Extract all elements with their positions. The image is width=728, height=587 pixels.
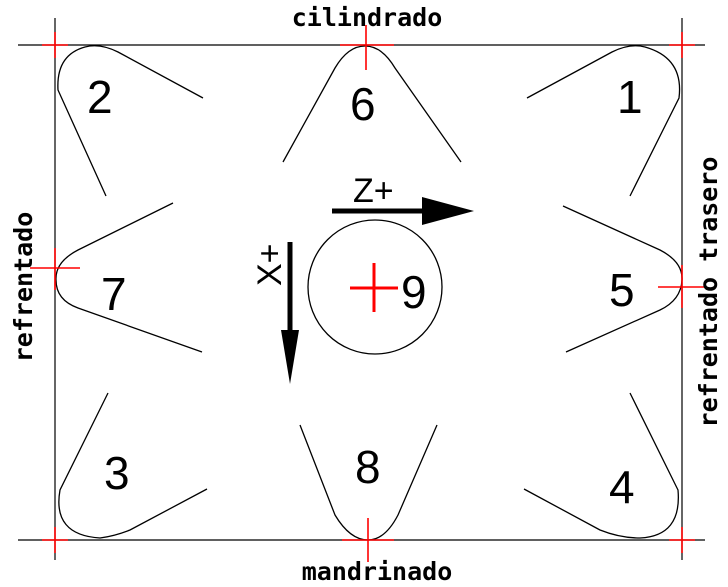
marker-crosshair-center [350, 263, 398, 312]
marker-crosshair-middle-right [658, 265, 706, 308]
position-9: 9 [401, 266, 427, 318]
tool-outline-4 [523, 392, 679, 539]
marker-crosshair-bottom-left [42, 527, 68, 553]
marker-crosshair-top-center [340, 25, 394, 70]
tool-outline-6 [282, 45, 462, 163]
tool-outline-3 [58, 392, 208, 539]
position-3: 3 [104, 447, 130, 499]
label-top: cilindrado [292, 3, 443, 32]
position-6: 6 [350, 78, 376, 130]
position-7: 7 [101, 268, 127, 320]
position-5: 5 [609, 264, 635, 316]
position-4: 4 [609, 461, 635, 513]
label-bottom: mandrinado [302, 557, 453, 586]
label-right: refrentado trasero [694, 157, 723, 428]
position-2: 2 [87, 71, 113, 123]
tool-outline-2 [57, 45, 204, 197]
marker-crosshair-middle-left [30, 248, 80, 290]
workpiece-circle [307, 219, 443, 355]
marker-crosshair-bottom-center [342, 518, 394, 562]
position-1: 1 [617, 71, 643, 123]
tool-outline-7 [55, 202, 203, 353]
z-axis-label: Z+ [353, 172, 394, 210]
x-axis-arrow [281, 242, 299, 384]
marker-crosshair-top-right [669, 32, 695, 58]
label-left: refrentado [9, 212, 38, 363]
z-axis-arrow [332, 197, 474, 225]
tool-outline-1 [526, 45, 681, 197]
marker-crosshair-bottom-right [669, 527, 695, 553]
reference-markers [30, 25, 706, 562]
marker-crosshair-top-left [42, 32, 68, 58]
position-8: 8 [355, 441, 381, 493]
x-axis-label: X+ [251, 243, 289, 286]
